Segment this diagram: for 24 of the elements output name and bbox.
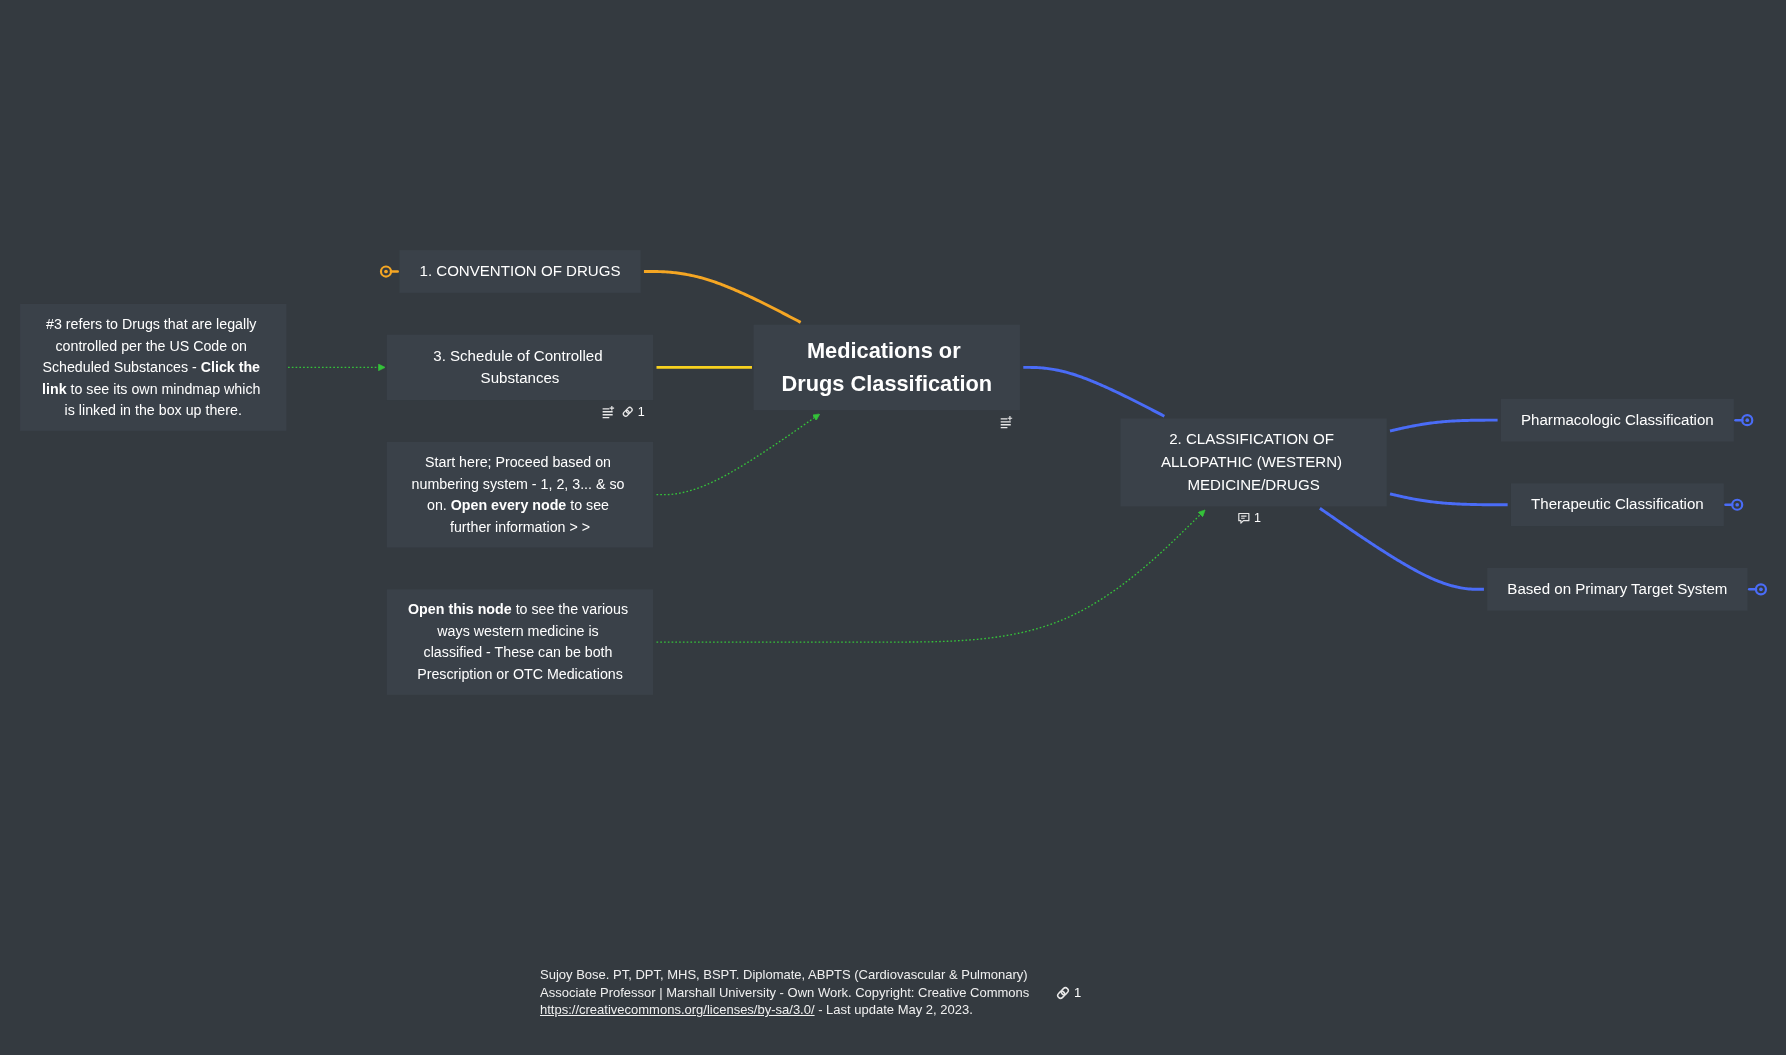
link: https://creativecommons.org/licenses/by-sa/3.0/: [540, 1002, 815, 1018]
subtopic: Based on Primary Target System: [1487, 567, 1748, 611]
note-text: #3 refers to Drugs that are legally controlled per the US Code on Scheduled Substances - Click the link to see its own mindmap which is linked in the box up there.: [20, 303, 287, 431]
note-text: Start here; Proceed based on numbering system - 1, 2, 3... & so on. Open every node to see further information > >: [386, 441, 654, 548]
subtopic: Pharmacologic Classification: [1500, 398, 1734, 442]
main-topic: 2. CLASSIFICATION OF ALLOPATHIC (WESTERN) MEDICINE/DRUGS: [1120, 418, 1387, 507]
main-topic: 1. CONVENTION OF DRUGS: [399, 250, 641, 293]
dotted-arrow: [655, 509, 1206, 643]
subtopic: Therapeutic Classification: [1511, 483, 1724, 527]
branch-line: [1389, 492, 1508, 507]
branch-line: [1319, 507, 1484, 591]
link-count: 1: [1074, 985, 1082, 1001]
dotted-arrow: [287, 363, 386, 372]
note-text: Open this node to see the various ways western medicine is classified - These can be both Prescription or OTC Medications: [386, 589, 654, 695]
main-topic: 3. Schedule of Controlled Substances: [386, 334, 654, 401]
link-count: 1: [637, 404, 645, 419]
central-topic: Medications or Drugs Classification: [753, 324, 1020, 411]
dotted-arrow: [655, 413, 821, 496]
branch-line: [1023, 365, 1166, 418]
branch-line: [643, 270, 802, 324]
comment-count: 1: [1253, 511, 1261, 526]
caption-text: Sujoy Bose. PT, DPT, MHS, BSPT. Diplomate, ABPTS (Cardiovascular & Pulmonary) Associate Professor | Marshall University - Own Work. Copyright: Creative Commons https://creativecommons.org/licenses/by-sa/3.0/ - Last update May 2, 2023.: [540, 966, 1031, 1019]
branch-line: [1389, 418, 1498, 433]
branch-line: [656, 365, 752, 369]
